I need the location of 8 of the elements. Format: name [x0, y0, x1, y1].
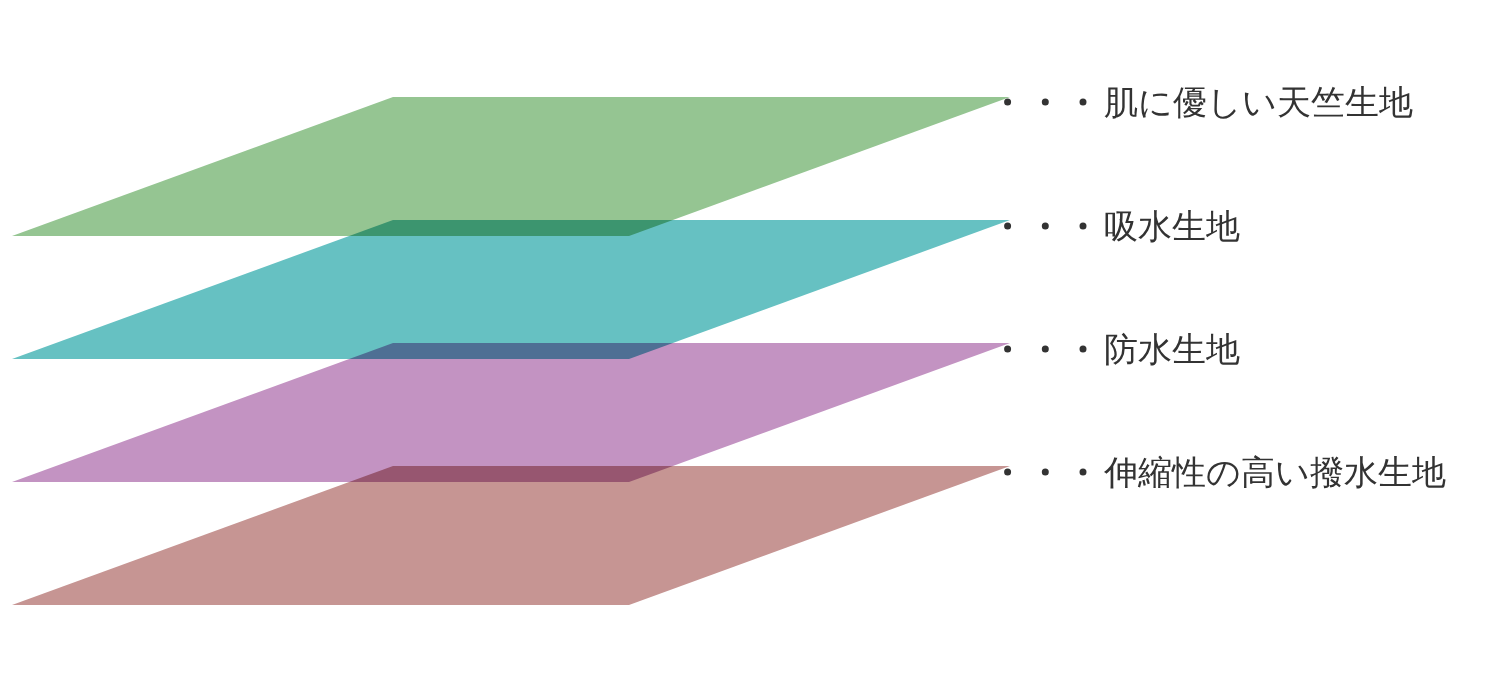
layer-label: 肌に優しい天竺生地: [1104, 77, 1413, 127]
fabric-layer: [12, 97, 1010, 236]
fabric-layer: [12, 466, 1010, 605]
fabric-layer: [12, 220, 1010, 359]
layer-label: 吸水生地: [1104, 201, 1240, 251]
fabric-layer: [12, 343, 1010, 482]
layer-label: 伸縮性の高い撥水生地: [1104, 447, 1446, 497]
layer-label: 防水生地: [1104, 324, 1240, 374]
